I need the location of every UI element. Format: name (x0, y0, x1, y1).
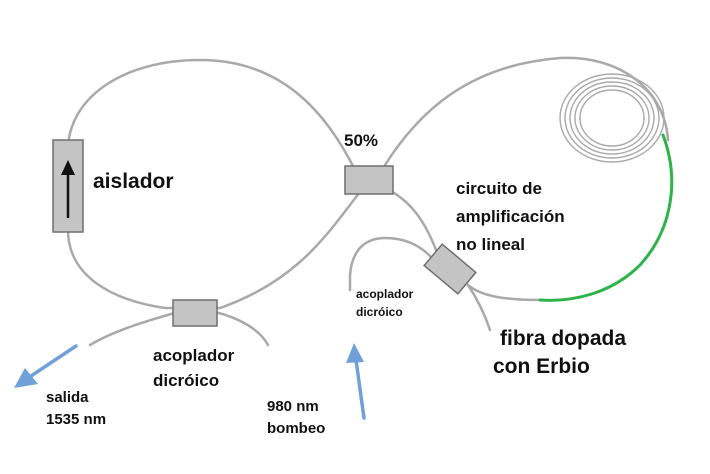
pump-arrow (346, 343, 366, 420)
right-dichroic-coupler (423, 243, 477, 295)
right-fiber-loop-upper (383, 56, 670, 167)
output-arrow (14, 344, 78, 388)
coupler-to-erbium-fiber (466, 283, 542, 302)
doped-fiber-label-1: fibra dopada (500, 327, 627, 350)
right-wdm-label-2: dicróico (356, 305, 403, 319)
splitter-coupler (344, 165, 394, 195)
splitter-to-coupler-fiber (383, 186, 440, 257)
fiber-spool (559, 73, 665, 163)
right-wdm-label-1: acoplador (356, 287, 414, 301)
output-label-1: salida (46, 389, 89, 406)
coupler-lower-fiber (466, 283, 492, 332)
nonlinear-circuit-label-1: circuito de (456, 179, 542, 198)
left-wdm-label-1: acoplador (153, 346, 235, 365)
erbium-doped-fiber (538, 133, 674, 302)
pump-input-fiber (348, 236, 434, 277)
left-wdm-label-2: dicróico (153, 371, 220, 390)
nonlinear-circuit-label-2: amplificación (456, 207, 565, 226)
splitter-ratio-label: 50% (344, 131, 379, 150)
nonlinear-circuit-label-3: no lineal (456, 235, 525, 254)
isolator-label: aislador (93, 170, 174, 193)
isolator-direction-arrow (61, 160, 75, 218)
left-dichroic-coupler (172, 299, 218, 327)
output-label-2: 1535 nm (46, 411, 107, 428)
left-wdm-fiber-right (213, 310, 270, 347)
left-wdm-fiber-left (88, 310, 180, 347)
pump-label-2: bombeo (267, 420, 326, 437)
pump-label-1: 980 nm (267, 398, 319, 415)
doped-fiber-label-2: con Erbio (493, 355, 590, 378)
